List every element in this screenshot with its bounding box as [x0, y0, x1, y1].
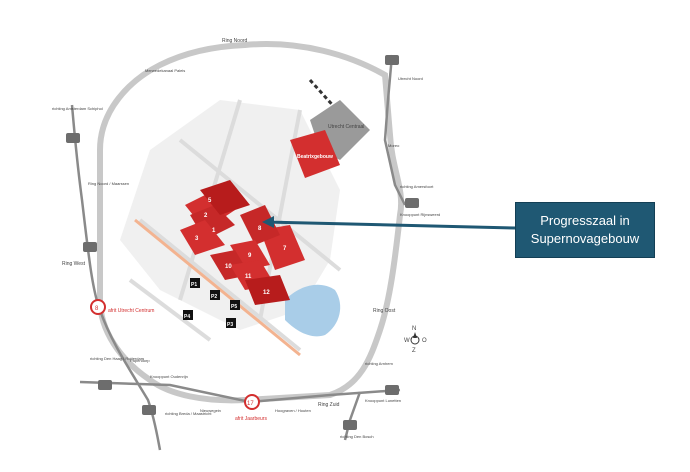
tram-line — [134, 218, 301, 357]
shield-a27-north — [385, 55, 399, 65]
parking-label-p4: P4 — [184, 314, 190, 320]
place-richting-denhaag: richting Den Haag / Rotterdam — [90, 356, 145, 361]
hall-3 — [180, 220, 225, 255]
place-richting-amsterdam: richting Amsterdam Schiphol — [52, 106, 103, 111]
highway-shields — [66, 55, 419, 430]
beatrixgebouw-label: Beatrixgebouw — [297, 154, 333, 160]
shield-a2-north — [66, 133, 80, 143]
road-ring-zuid: Ring Zuid — [318, 402, 340, 408]
progresszaal-callout: Progresszaal in Supernovagebouw — [515, 202, 655, 258]
shield-a12-west — [98, 380, 112, 390]
hall-label-11: 11 — [245, 274, 252, 280]
beatrixgebouw — [290, 130, 340, 178]
shield-a28 — [405, 198, 419, 208]
callout-arrow — [264, 220, 516, 230]
road-ring-oost: Ring Oost — [373, 308, 396, 314]
hall-label-12: 12 — [263, 290, 270, 296]
compass — [410, 332, 420, 345]
parking-p4 — [183, 310, 193, 320]
parking-label-p3: P3 — [227, 322, 233, 328]
exit-s17-number: 17 — [247, 401, 254, 407]
hall-label-10: 10 — [225, 264, 232, 270]
place-knooppunt-rijnsweerd: Knooppunt Rijnsweerd — [400, 212, 440, 217]
ring-road — [96, 41, 405, 404]
water — [285, 284, 341, 337]
shield-a12-east — [385, 385, 399, 395]
exit-s108-label: afrit Utrecht Centrum — [108, 308, 154, 314]
place-hoograven: Hoograven / Houten — [275, 408, 311, 413]
exit-s108-number: 8 — [95, 306, 99, 312]
place-moreo: Moreo — [388, 143, 400, 148]
hall-label-8: 8 — [258, 226, 262, 232]
hall-label-3: 3 — [195, 236, 199, 242]
callout-line-1: Progresszaal in — [540, 213, 630, 228]
parking-label-p5: P5 — [231, 304, 237, 310]
exit-s17-label: afrit Jaarbeurs — [235, 416, 267, 422]
shield-a27-south — [343, 420, 357, 430]
place-richting-amersfoort: richting Amersfoort — [400, 184, 434, 189]
hall-12 — [245, 275, 290, 305]
parking-p2 — [210, 290, 220, 300]
hall-8 — [240, 205, 280, 245]
place-richting-arnhem: richting Arnhem — [365, 361, 393, 366]
compass-z: Z — [412, 348, 416, 354]
parking-p3 — [226, 318, 236, 328]
a27-highway-east — [383, 54, 407, 206]
place-nieuwegein: Nieuwegein — [200, 408, 221, 413]
exit-s17-marker — [244, 394, 260, 410]
parking-p5 — [230, 300, 240, 310]
parking-label-p1: P1 — [191, 282, 197, 288]
place-knooppunt-oudenrijn: Knooppunt Oudenrijn — [150, 374, 188, 379]
compass-o: O — [422, 338, 427, 344]
place-papendorp: Papendorp — [130, 358, 150, 363]
callout-arrowhead — [262, 216, 274, 228]
callout-line-2: Supernovagebouw — [530, 231, 640, 246]
exit-s108-marker — [90, 299, 106, 315]
hall-label-2: 2 — [204, 213, 208, 219]
compass-n: N — [412, 326, 416, 332]
hall-label-5: 5 — [208, 198, 212, 204]
hall-label-9: 9 — [248, 253, 252, 259]
hall-label-1: 1 — [212, 228, 216, 234]
parking-p1 — [190, 278, 200, 288]
place-utrecht-noord: Utrecht Noord — [398, 76, 423, 81]
a27-highway-south — [343, 391, 362, 441]
hall-label-7: 7 — [283, 246, 287, 252]
place-richting-denbosch: richting Den Bosch — [340, 434, 374, 439]
road-ring-west: Ring West — [62, 261, 86, 267]
place-merwede: Merwedekanaal Paleis — [145, 68, 185, 73]
shield-a2-west — [83, 242, 97, 252]
station-label: Utrecht Centraal — [328, 124, 364, 130]
compass-w: W — [404, 338, 410, 344]
hall-5 — [200, 180, 250, 215]
place-knooppunt-lunetten: Knooppunt Lunetten — [365, 398, 401, 403]
halls — [180, 180, 305, 305]
place-ring-noord-maarssen: Ring Noord / Maarssen — [88, 181, 129, 186]
road-ring-noord: Ring Noord — [222, 38, 248, 44]
place-richting-breda: richting Breda / Maastricht — [165, 411, 212, 416]
a2-highway-west — [70, 104, 162, 451]
shield-a2-south — [142, 405, 156, 415]
city-area — [120, 100, 340, 330]
parking — [183, 278, 240, 328]
parking-label-p2: P2 — [211, 294, 217, 300]
